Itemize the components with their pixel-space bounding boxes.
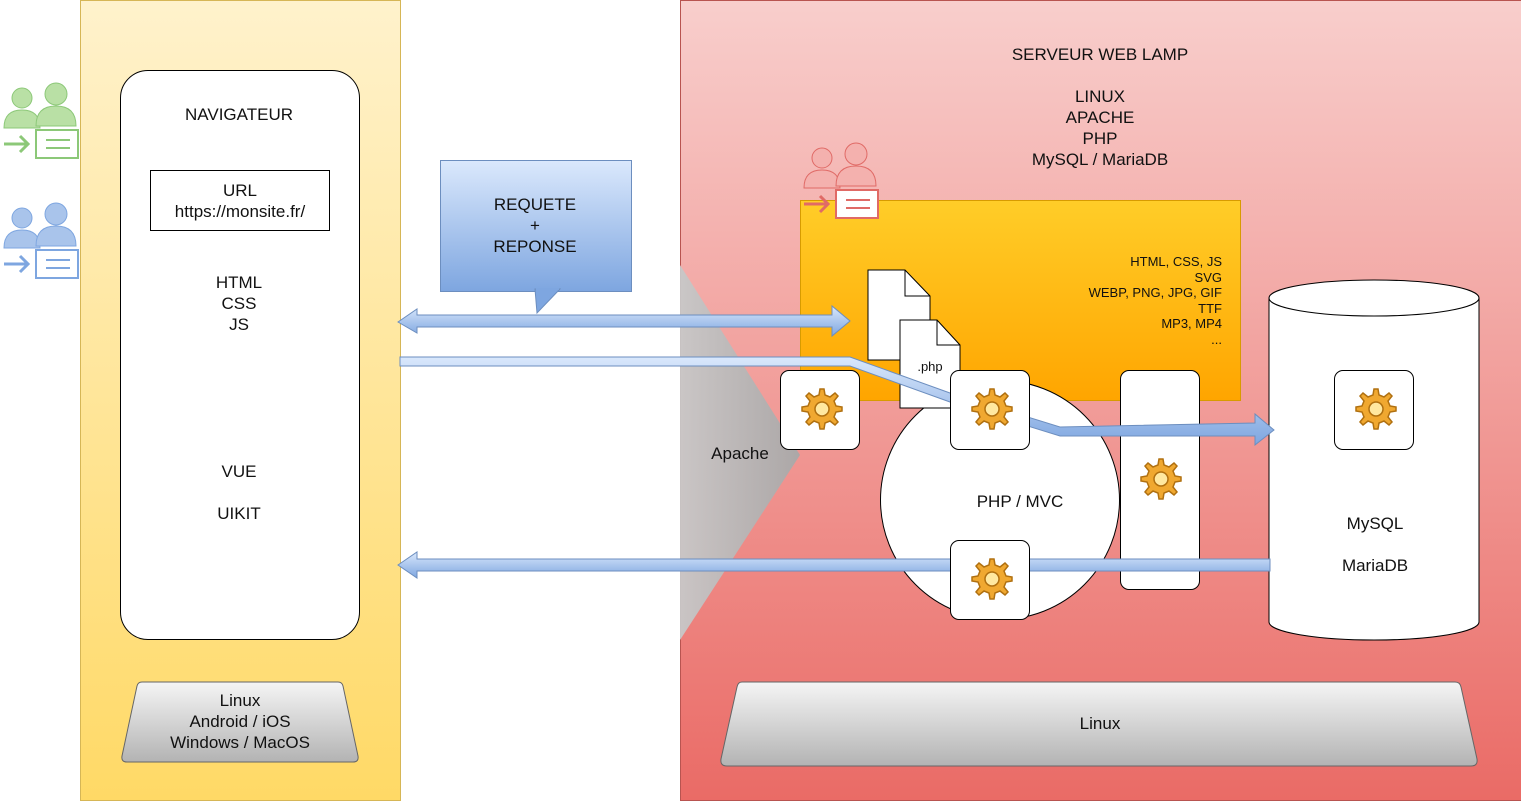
db-gear-box xyxy=(1334,370,1414,450)
connector-gear xyxy=(1134,455,1184,505)
tech-js: JS xyxy=(229,315,249,334)
client-os-1: Linux xyxy=(219,691,261,710)
server-os: Linux xyxy=(1079,714,1121,733)
users-icon xyxy=(803,142,879,219)
db-label-mariadb: MariaDB xyxy=(1341,556,1409,575)
url-box xyxy=(150,170,330,231)
php-mvc-label: PHP / MVC xyxy=(976,492,1064,511)
stack-php: PHP xyxy=(1082,129,1118,148)
framework-uikit: UIKIT xyxy=(217,504,261,523)
users-icon xyxy=(3,202,79,279)
client-os-3: Windows / MacOS xyxy=(170,733,310,752)
db-label-mysql: MySQL xyxy=(1346,514,1404,533)
users-icon xyxy=(3,82,79,159)
client-os-2: Android / iOS xyxy=(189,712,291,731)
url-value: https://monsite.fr/ xyxy=(174,202,306,221)
gear-icon xyxy=(1140,458,1182,500)
stack-apache: APACHE xyxy=(1065,108,1135,127)
stack-linux: LINUX xyxy=(1074,87,1126,106)
browser-window xyxy=(120,70,360,640)
url-label: URL xyxy=(222,181,257,200)
callout-line-1: REQUETE xyxy=(493,195,577,214)
server-title: SERVEUR WEB LAMP xyxy=(1011,45,1189,64)
php-request-gear-box xyxy=(950,370,1030,450)
browser-title: NAVIGATEUR xyxy=(185,105,293,124)
framework-vue: VUE xyxy=(221,462,257,481)
tech-html: HTML xyxy=(215,273,263,292)
php-file-label: .php xyxy=(917,359,943,374)
tech-css: CSS xyxy=(221,294,257,313)
stack-db: MySQL / MariaDB xyxy=(1031,150,1169,169)
static-file-types: HTML, CSS, JS SVG WEBP, PNG, JPG, GIF TT… xyxy=(1088,254,1222,347)
callout-line-2: + xyxy=(530,216,540,235)
apache-label: Apache xyxy=(711,444,769,463)
gear-icon xyxy=(971,558,1013,600)
callout-line-3: REPONSE xyxy=(493,237,577,256)
gear-icon xyxy=(801,388,843,430)
apache-gear-box xyxy=(780,370,860,450)
gear-icon xyxy=(971,388,1013,430)
php-response-gear-box xyxy=(950,540,1030,620)
gear-icon xyxy=(1355,388,1397,430)
